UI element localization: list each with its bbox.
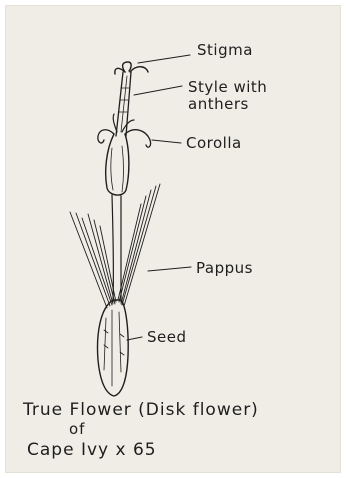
style-shape — [116, 72, 131, 136]
corolla-shape — [98, 114, 151, 195]
seed-label: Seed — [147, 330, 187, 345]
floral-tube — [112, 195, 121, 302]
pappus-label: Pappus — [196, 261, 253, 276]
caption-title: True Flower (Disk flower) — [23, 402, 259, 419]
leader-lines — [127, 55, 191, 340]
style-label: Style with — [188, 80, 267, 95]
corolla-label: Corolla — [186, 136, 242, 151]
seed-shape — [98, 300, 129, 396]
pappus-bristles — [70, 184, 160, 308]
caption-species: Cape Ivy x 65 — [27, 442, 157, 459]
stigma-label: Stigma — [197, 43, 253, 58]
caption-of: of — [69, 422, 85, 437]
style-label-line2: anthers — [188, 97, 249, 112]
